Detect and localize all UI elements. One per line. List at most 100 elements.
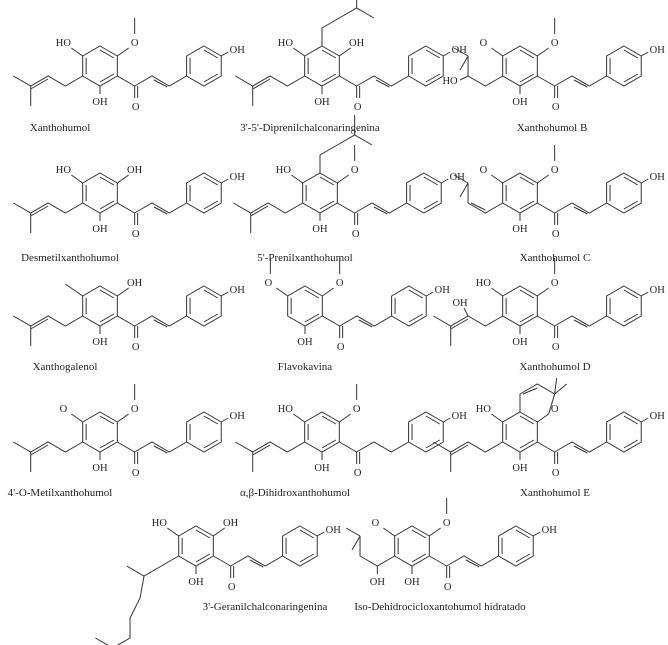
substituent-label: O — [336, 278, 344, 289]
hydroxyl-label: OH — [188, 577, 204, 588]
carbonyl-oxygen: O — [354, 468, 362, 479]
hydroxyl-label: OH — [452, 45, 468, 56]
bond — [573, 319, 588, 328]
hydroxyl-label: OH — [512, 97, 528, 108]
bond — [459, 75, 469, 81]
benzene-ring — [406, 172, 442, 214]
hydroxyl-label: OH — [512, 224, 528, 235]
bond — [425, 439, 441, 449]
bond — [203, 439, 219, 449]
bond — [640, 178, 649, 184]
bond — [117, 202, 135, 214]
bond — [99, 176, 115, 186]
bond — [423, 176, 439, 186]
substituent-label: HO — [278, 404, 294, 415]
substituent-label: O — [60, 404, 68, 415]
bond — [203, 176, 219, 186]
benzene-ring — [82, 45, 118, 87]
bond — [299, 553, 315, 563]
bond — [623, 73, 639, 83]
bond — [491, 47, 503, 57]
bond — [220, 417, 229, 423]
benzene-ring — [186, 411, 222, 453]
carbonyl-oxygen: O — [132, 102, 140, 113]
bond — [537, 202, 555, 214]
hydroxyl-label: OH — [326, 525, 342, 536]
substituent-label: O — [480, 165, 488, 176]
substituent-label: O — [131, 38, 139, 49]
bond — [95, 637, 109, 645]
compound-name: Xanthohumol B — [517, 122, 588, 134]
bond — [519, 313, 535, 323]
benzene-ring — [302, 172, 338, 214]
substituent-label: HO — [476, 404, 492, 415]
bond — [450, 444, 469, 456]
benzene-ring — [287, 285, 323, 327]
bond — [345, 527, 361, 537]
bond — [167, 527, 179, 537]
compound-name: α,β-Dihidroxanthohumol — [240, 487, 350, 499]
hydroxyl-label: OH — [435, 285, 451, 296]
substituent-label: O — [351, 165, 359, 176]
benzene-ring — [304, 45, 340, 87]
bond — [99, 73, 115, 83]
bond — [276, 287, 288, 297]
bond — [573, 79, 588, 88]
bond — [423, 200, 439, 210]
bond — [293, 47, 305, 57]
bond — [99, 200, 115, 210]
carbonyl-oxygen: O — [132, 468, 140, 479]
bond — [220, 291, 229, 297]
bond — [537, 75, 555, 87]
bond — [316, 531, 325, 537]
bond — [117, 174, 129, 184]
bond — [442, 417, 451, 423]
bond — [99, 439, 115, 449]
bond — [429, 527, 441, 537]
bond — [220, 51, 229, 57]
hydroxyl-label: OH — [92, 97, 108, 108]
carbonyl-oxygen: O — [337, 342, 345, 353]
benzene-ring — [606, 45, 642, 87]
carbonyl-oxygen: O — [354, 102, 362, 113]
bond — [339, 413, 351, 423]
substituent-label: HO — [152, 518, 168, 529]
hydroxyl-label: OH — [452, 411, 468, 422]
benzene-ring — [394, 525, 430, 567]
carbonyl-oxygen: O — [352, 229, 360, 240]
benzene-ring — [282, 525, 318, 567]
bond — [99, 313, 115, 323]
hydroxyl-label: OH — [404, 577, 420, 588]
bond — [117, 315, 135, 327]
bond — [554, 202, 607, 214]
bond — [411, 529, 427, 539]
benzene-ring — [304, 411, 340, 453]
compound-name: Xanthohumol E — [520, 487, 590, 499]
bond — [373, 206, 388, 215]
bond — [339, 441, 357, 453]
bond — [195, 553, 211, 563]
carbonyl-oxygen: O — [444, 582, 452, 593]
bond — [554, 75, 607, 87]
bond — [537, 315, 555, 327]
bond — [322, 315, 340, 327]
benzene-ring — [391, 285, 427, 327]
bond — [235, 441, 305, 453]
bond — [319, 176, 335, 186]
bond — [321, 7, 375, 46]
benzene-ring — [502, 411, 538, 453]
bond — [220, 178, 229, 184]
bond — [30, 444, 49, 456]
benzene-ring — [186, 172, 222, 214]
bond — [304, 289, 320, 299]
bond — [321, 73, 337, 83]
bond — [429, 555, 447, 567]
hydroxyl-label: OH — [230, 285, 246, 296]
bond — [99, 49, 115, 59]
bond — [573, 445, 588, 454]
hydroxyl-label: OH — [92, 463, 108, 474]
